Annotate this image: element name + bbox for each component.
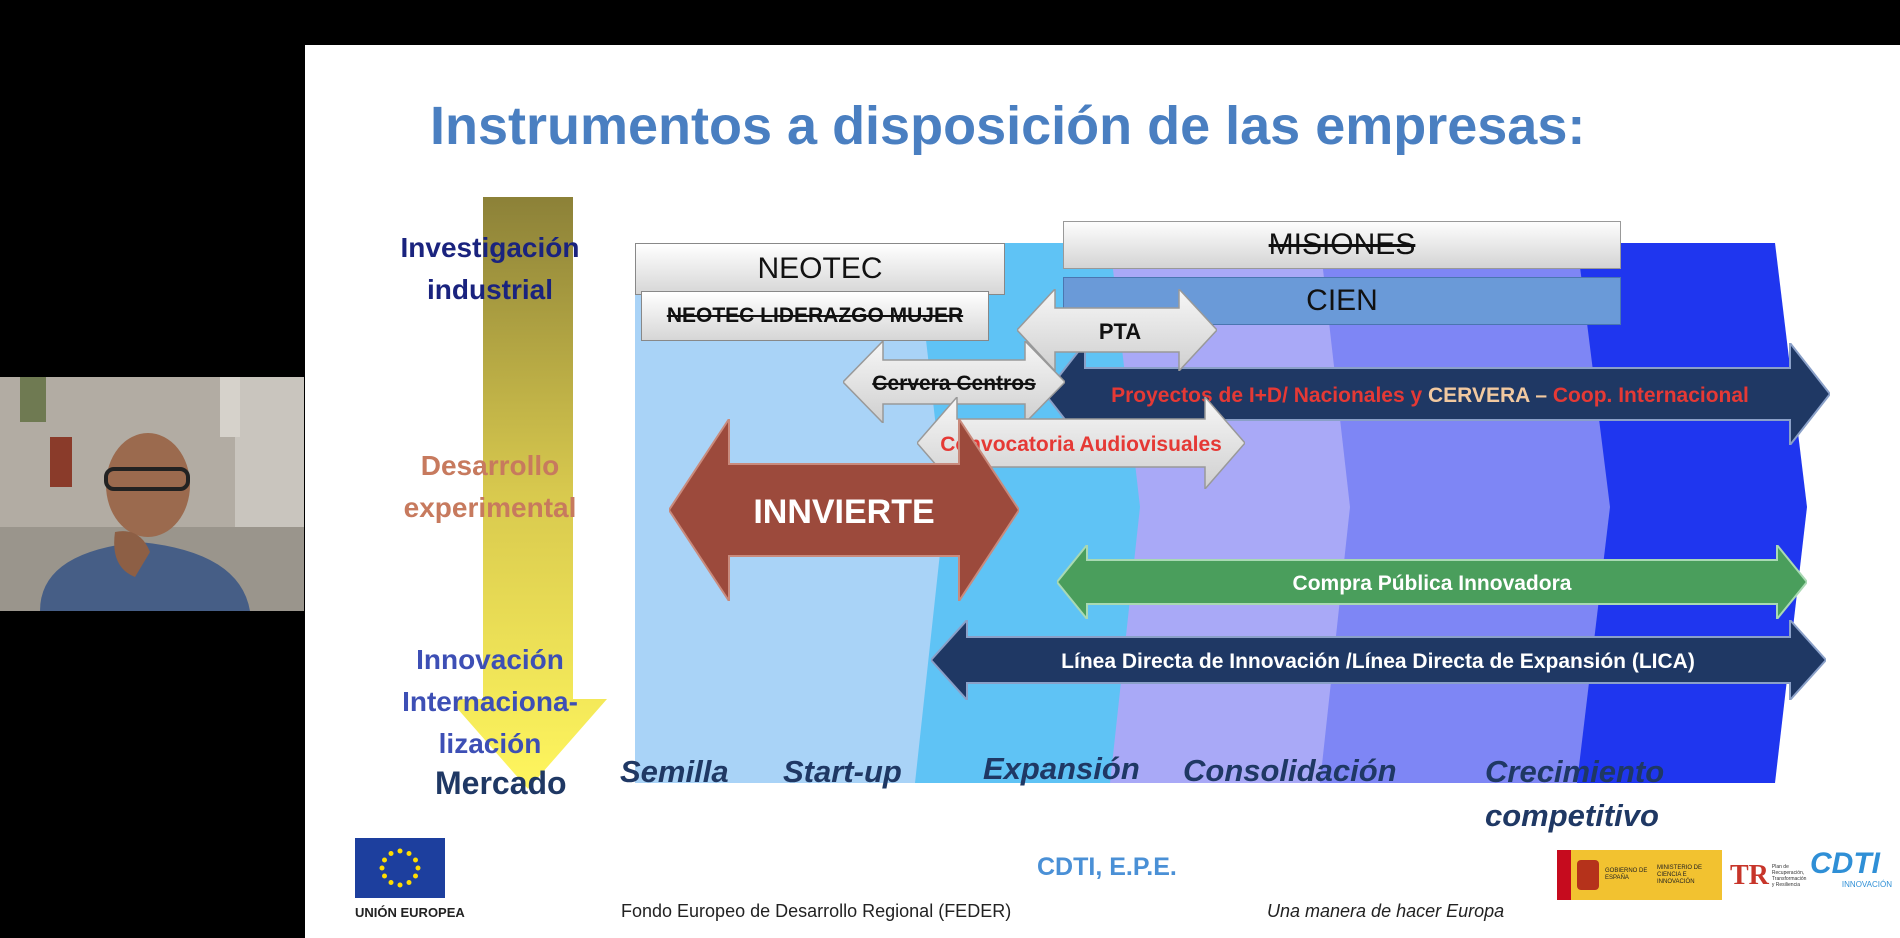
eu-flag-logo [355, 838, 445, 898]
cervera-label: Cervera Centros [872, 372, 1035, 395]
audiovisuales-label: Convocatoria Audiovisuales [940, 433, 1222, 456]
stage-crecimiento: Crecimiento competitivo [1485, 754, 1665, 833]
proyectos-label: Proyectos de I+D/ Nacionales y CERVERA –… [1111, 384, 1749, 407]
cdti-logo: CDTI INNOVACIÓN [1810, 847, 1892, 890]
innvierte-label: INNVIERTE [753, 493, 934, 531]
instrument-compra-arrow: Compra Pública Innovadora [1057, 545, 1807, 619]
coat-of-arms-icon [1577, 860, 1599, 890]
motto-text: Una manera de hacer Europa [1267, 901, 1505, 921]
lineas-label: Línea Directa de Innovación /Línea Direc… [1061, 650, 1695, 673]
label-innovacion: Innovación Internaciona- lización [402, 644, 578, 759]
instrument-cervera-arrow: Cervera Centros [843, 341, 1065, 423]
instrument-misiones: MISIONES [1063, 221, 1621, 269]
plan-recuperacion-logo: TR Plan de Recuperación, Transformación … [1730, 860, 1807, 891]
instrument-pta-arrow: PTA [1017, 289, 1217, 371]
stage-expansion: Expansión [983, 751, 1140, 786]
label-investigacion: Investigación industrial [400, 232, 580, 305]
label-desarrollo: Desarrollo experimental [403, 450, 577, 523]
gobierno-logo: GOBIERNO DE ESPAÑA MINISTERIO DE CIENCIA… [1557, 850, 1722, 900]
instrument-neotec-mujer: NEOTEC LIDERAZGO MUJER [641, 291, 989, 341]
cdti-text: CDTI, E.P.E. [1037, 853, 1177, 881]
eu-label: UNIÓN EUROPEA [355, 905, 465, 920]
instrument-audiovisuales-arrow: Convocatoria Audiovisuales [917, 397, 1245, 489]
instrument-proyectos-arrow: Proyectos de I+D/ Nacionales y CERVERA –… [1045, 343, 1830, 445]
slide-title: Instrumentos a disposición de las empres… [430, 96, 1586, 156]
webcam-thumbnail [0, 377, 304, 611]
compra-label: Compra Pública Innovadora [1293, 572, 1572, 595]
presenter-video [0, 377, 304, 611]
flag-stripe-icon [1557, 850, 1571, 900]
tr-icon: TR [1730, 860, 1769, 891]
instrument-neotec: NEOTEC [635, 243, 1005, 295]
instrument-innvierte-arrow: INNVIERTE [669, 419, 1019, 601]
stage-consolidacion: Consolidación [1183, 753, 1397, 788]
instrument-lineas-arrow: Línea Directa de Innovación /Línea Direc… [931, 620, 1826, 700]
stage-startup: Start-up [783, 754, 902, 789]
stage-semilla: Semilla [620, 754, 729, 789]
stage-mercado: Mercado [435, 765, 567, 801]
pta-label: PTA [1099, 319, 1141, 344]
market-arrow [455, 197, 607, 789]
feder-text: Fondo Europeo de Desarrollo Regional (FE… [621, 901, 1012, 921]
slide: Instrumentos a disposición de las empres… [305, 45, 1900, 938]
